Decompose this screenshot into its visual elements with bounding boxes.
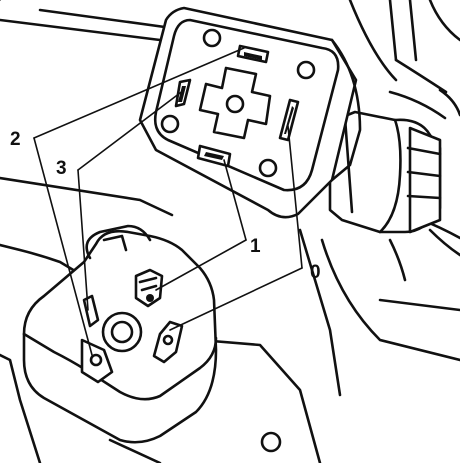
callout-label-2: 2 [10,129,21,150]
rear-socket-housing [138,6,362,219]
cable-gland [328,110,442,234]
callout-label-1: 1 [250,236,261,257]
callout-label-0: 0 [310,262,321,283]
leader-lines [33,47,303,356]
callout-label-3: 3 [56,158,67,179]
